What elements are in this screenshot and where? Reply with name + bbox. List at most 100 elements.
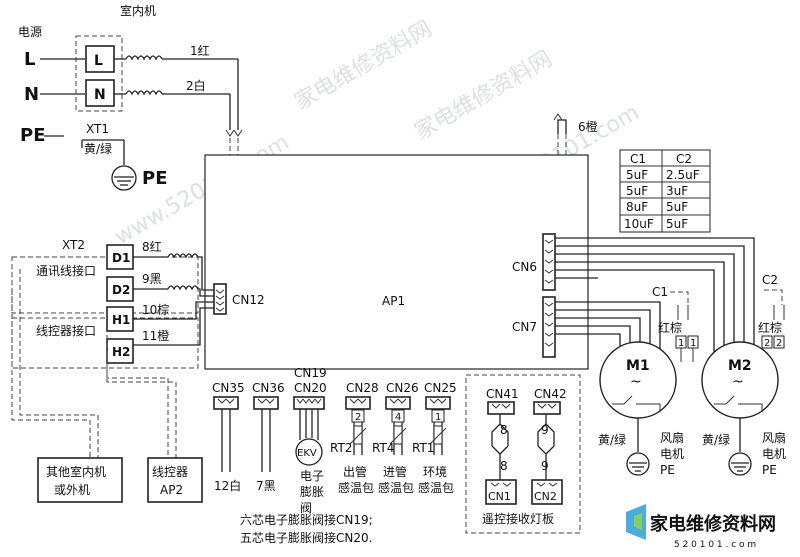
cn35-label: CN35: [212, 381, 245, 395]
m2-label: M2: [728, 358, 752, 374]
brand-logo: [626, 504, 646, 540]
xt2-terminal-block: [106, 244, 134, 364]
m1-fan-2: 电机: [660, 447, 684, 461]
cn26-label: CN26: [386, 381, 419, 395]
cn41-label: CN41: [486, 387, 519, 401]
xt2-pin-h1: H1: [112, 313, 130, 327]
connector-cn19-cn20: [293, 396, 325, 410]
ground-icon-m1: [626, 452, 650, 476]
cn25-label: CN25: [424, 381, 457, 395]
cap-r4-c1: 10uF: [624, 217, 654, 231]
rt2-text-1: 出管: [343, 464, 367, 479]
cn12-label: CN12: [232, 293, 265, 307]
connector-cn26: [385, 396, 411, 410]
other-unit-line1: 其他室内机: [46, 464, 106, 479]
m2-pe: PE: [762, 463, 777, 477]
connector-cn41: [487, 401, 515, 415]
watermark-site-2: 家电维修资料网: [291, 17, 437, 116]
m2-pin-box-2: [773, 335, 785, 349]
main-board-ap1: [204, 154, 589, 370]
cn28-label: CN28: [346, 381, 379, 395]
m1-pe-wire: 黄/绿: [598, 432, 626, 447]
note-line-1: 六芯电子膨胀阀接CN19;: [240, 512, 373, 527]
connector-cn7: [542, 296, 556, 358]
m2-fan-2: 电机: [762, 447, 786, 461]
cn2-label: CN2: [534, 490, 557, 503]
rt4-text-1: 进管: [383, 464, 407, 479]
remote-wire-8: 8: [500, 459, 508, 473]
cn6-label: CN6: [512, 260, 537, 274]
wired-controller-ap2-box: [147, 457, 203, 503]
connector-cn36: [253, 396, 279, 410]
cap-r2-c2: 3uF: [666, 184, 688, 198]
power-title: 电源: [18, 25, 42, 39]
rt1-text-1: 环境: [423, 464, 447, 479]
m2-pin-2: 2: [776, 338, 782, 349]
other-unit-box: [37, 457, 123, 503]
xt1-pe-wire: 黄/绿: [84, 141, 112, 156]
wire-11-orange: 11橙: [142, 328, 169, 343]
xt2-pin-d2: D2: [112, 283, 130, 297]
wire-6-orange: 6橙: [578, 119, 598, 134]
ground-icon: [111, 165, 137, 191]
xt1-terminal-L: [85, 45, 115, 73]
rt4-label: RT4: [372, 441, 394, 455]
m2-red-brown: 红棕: [758, 320, 782, 335]
cap-r3-c1: 8uF: [626, 200, 648, 214]
power-L: L: [24, 49, 35, 70]
cap-header-c1: C1: [630, 152, 646, 166]
fan-motor-m1-icon: [599, 341, 677, 419]
xt1-title: XT1: [86, 122, 109, 136]
wire-10-brown: 10棕: [142, 302, 169, 317]
cap-header-c2: C2: [676, 152, 692, 166]
connector-cn2: [531, 479, 563, 505]
m1-label: M1: [626, 358, 650, 374]
sensor-rt4: [389, 409, 407, 455]
xt2-pin-h2: H2: [112, 345, 130, 359]
coil-icon-2: [125, 90, 163, 96]
cn1-label: CN1: [488, 490, 511, 503]
power-N: N: [24, 84, 39, 105]
coil-icon-3: [167, 253, 199, 259]
note-line-2: 五芯电子膨胀阀接CN20.: [240, 530, 372, 545]
connector-cn28: [345, 396, 371, 410]
motor-c1-label: C1: [652, 285, 668, 299]
bottom-connectors: [213, 396, 451, 410]
cap-r4-c2: 5uF: [666, 217, 688, 231]
comm-interface-label: 通讯线接口: [36, 263, 96, 278]
ground-pe-label: PE: [142, 168, 168, 189]
other-unit-line2: 或外机: [54, 483, 90, 497]
coil-icon: [125, 55, 163, 61]
sensor-rt2: [349, 409, 367, 455]
wire-8-red: 8红: [142, 239, 162, 254]
wire-12-white: 12白: [214, 478, 241, 493]
xt1-L-label: L: [94, 53, 103, 69]
wired-ctrl-line2: AP2: [160, 483, 183, 497]
wire-2-white: 2白: [186, 78, 206, 93]
m1-symbol: ~: [630, 374, 642, 390]
watermark-site: 家电维修资料网: [411, 47, 557, 146]
cn36-label: CN36: [252, 381, 285, 395]
xt2-title: XT2: [62, 238, 85, 252]
cn42-label: CN42: [534, 387, 567, 401]
rt4-text-2: 感温包: [378, 480, 414, 495]
wired-ctrl-interface-label: 线控器接口: [36, 323, 96, 338]
brand-url: 5 2 0 1 0 1 . c o m: [674, 540, 756, 550]
wire-9-black: 9黑: [142, 272, 162, 286]
rt2-text-2: 感温包: [338, 480, 374, 495]
m1-pin-2: 1: [690, 338, 696, 349]
brand-name: 家电维修资料网: [650, 513, 776, 535]
remote-wire-9-top: 9: [541, 423, 549, 437]
connector-cn35: [213, 396, 239, 410]
xt1-N-label: N: [94, 87, 106, 103]
ekv-valve-icon: [295, 438, 323, 466]
remote-board-label: 遥控接收灯板: [482, 511, 554, 526]
xt2-pin-d1: D1: [112, 251, 130, 265]
connector-cn1: [485, 479, 517, 505]
m2-fan-1: 风扇: [762, 430, 786, 445]
motor-c2-label: C2: [762, 273, 778, 287]
ekv-text-3: 阀: [300, 501, 312, 515]
connector-cn42: [533, 401, 561, 415]
rt2-num: 2: [355, 412, 361, 423]
